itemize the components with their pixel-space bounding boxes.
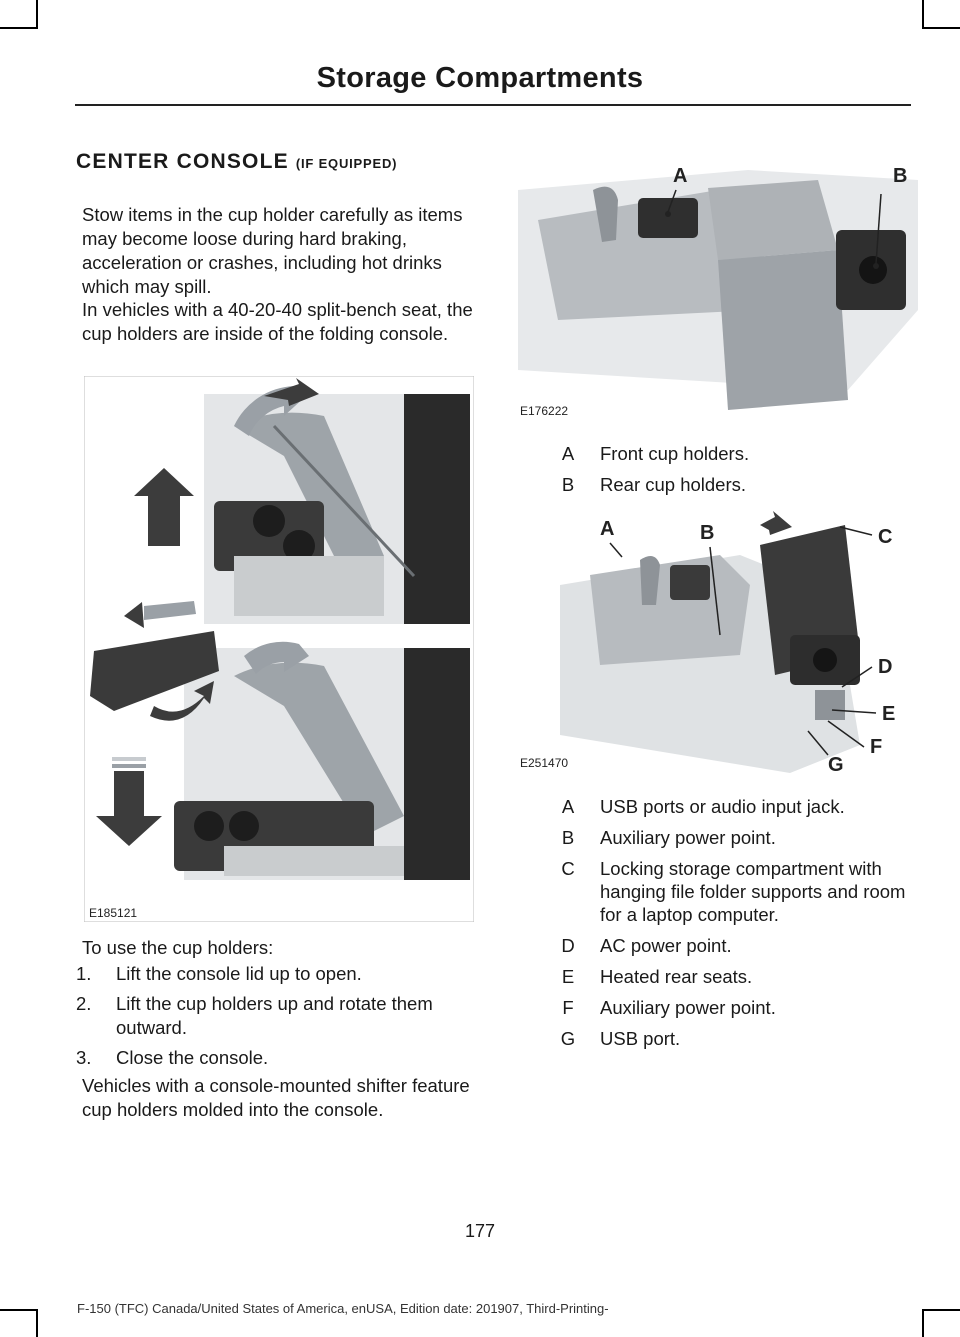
legend-text: USB ports or audio input jack. xyxy=(600,796,845,817)
legend-text: USB port. xyxy=(600,1028,681,1049)
crop-mark xyxy=(922,1309,924,1337)
header-rule xyxy=(75,104,911,106)
instructions-note: Vehicles with a console-mounted shifter … xyxy=(82,1075,470,1120)
legend-key: B xyxy=(561,474,575,495)
legend-text: AC power point. xyxy=(600,935,732,956)
callout-label: A xyxy=(600,518,614,540)
legend-text: Front cup holders. xyxy=(600,443,750,464)
crop-mark xyxy=(36,0,38,29)
legend-row: B Auxiliary power point. xyxy=(536,826,916,849)
legend-key: A xyxy=(561,796,575,817)
step-number: 2. xyxy=(76,993,92,1014)
list-item: 2. Lift the cup holders up and rotate the… xyxy=(76,992,476,1040)
section-heading: CENTER CONSOLE (IF EQUIPPED) xyxy=(76,150,397,174)
step-text: Lift the console lid up to open. xyxy=(116,963,362,984)
legend-key: F xyxy=(562,997,574,1018)
callout-label: C xyxy=(878,526,892,548)
edition-info: F-150 (TFC) Canada/United States of Amer… xyxy=(77,1301,609,1316)
callout-label: D xyxy=(878,656,892,678)
legend-row: C Locking storage compartment with hangin… xyxy=(536,857,916,926)
intro-paragraph-2: In vehicles with a 40-20-40 split-bench … xyxy=(82,299,473,344)
legend-row: B Rear cup holders. xyxy=(536,473,916,496)
crop-mark xyxy=(0,1309,36,1311)
legend-key: B xyxy=(561,827,575,848)
legend-row: A USB ports or audio input jack. xyxy=(536,795,916,818)
crop-mark xyxy=(36,1309,38,1337)
legend-key: G xyxy=(560,1028,576,1049)
instruction-steps: 1. Lift the console lid up to open. 2. Lif… xyxy=(76,962,476,1076)
callout-label: B xyxy=(893,165,907,187)
page-number: 177 xyxy=(464,1221,496,1241)
intro-paragraph-1: Stow items in the cup holder carefully a… xyxy=(82,204,463,297)
section-title: CENTER CONSOLE xyxy=(76,150,289,173)
figure-console-cup-holders xyxy=(84,376,474,922)
figure-console-features: A B C D E F G xyxy=(560,505,916,775)
legend-text: Locking storage compartment with hanging… xyxy=(600,858,906,925)
instructions-lead: To use the cup holders: xyxy=(82,937,274,958)
callout-label: G xyxy=(828,754,844,775)
legend-text: Auxiliary power point. xyxy=(600,827,776,848)
legend-text: Auxiliary power point. xyxy=(600,997,776,1018)
crop-mark xyxy=(0,27,36,29)
step-text: Lift the cup holders up and rotate them … xyxy=(116,993,433,1038)
callout-label: F xyxy=(870,736,882,758)
list-item: 1. Lift the console lid up to open. xyxy=(76,962,476,986)
figure-front-rear-cup-holders: A B xyxy=(518,160,918,412)
legend-row: G USB port. xyxy=(536,1027,916,1050)
legend-key: C xyxy=(561,858,575,879)
legend-row: E Heated rear seats. xyxy=(536,965,916,988)
step-text: Close the console. xyxy=(116,1047,269,1068)
legend-text: Heated rear seats. xyxy=(600,966,753,987)
figure-code: E185121 xyxy=(89,906,138,920)
list-item: 3. Close the console. xyxy=(76,1046,476,1070)
legend-key: E xyxy=(561,966,575,987)
callout-label: E xyxy=(882,703,895,725)
crop-mark xyxy=(922,1309,960,1311)
page-header-title: Storage Compartments xyxy=(316,62,644,94)
section-qualifier: (IF EQUIPPED) xyxy=(295,156,398,171)
legend-row: A Front cup holders. xyxy=(536,442,916,465)
legend-front-rear: A Front cup holders. B Rear cup holders. xyxy=(536,442,916,504)
legend-row: D AC power point. xyxy=(536,934,916,957)
step-number: 1. xyxy=(76,963,92,984)
figure-code: E251470 xyxy=(520,756,569,770)
legend-key: D xyxy=(561,935,575,956)
figure-code: E176222 xyxy=(520,404,569,418)
callout-label: B xyxy=(700,522,714,544)
crop-mark xyxy=(922,0,924,29)
legend-text: Rear cup holders. xyxy=(600,474,747,495)
step-number: 3. xyxy=(76,1047,92,1068)
crop-mark xyxy=(922,27,960,29)
callout-label: A xyxy=(673,165,687,187)
legend-row: F Auxiliary power point. xyxy=(536,996,916,1019)
legend-key: A xyxy=(561,443,575,464)
legend-console-features: A USB ports or audio input jack. B Auxilia… xyxy=(536,795,916,1058)
